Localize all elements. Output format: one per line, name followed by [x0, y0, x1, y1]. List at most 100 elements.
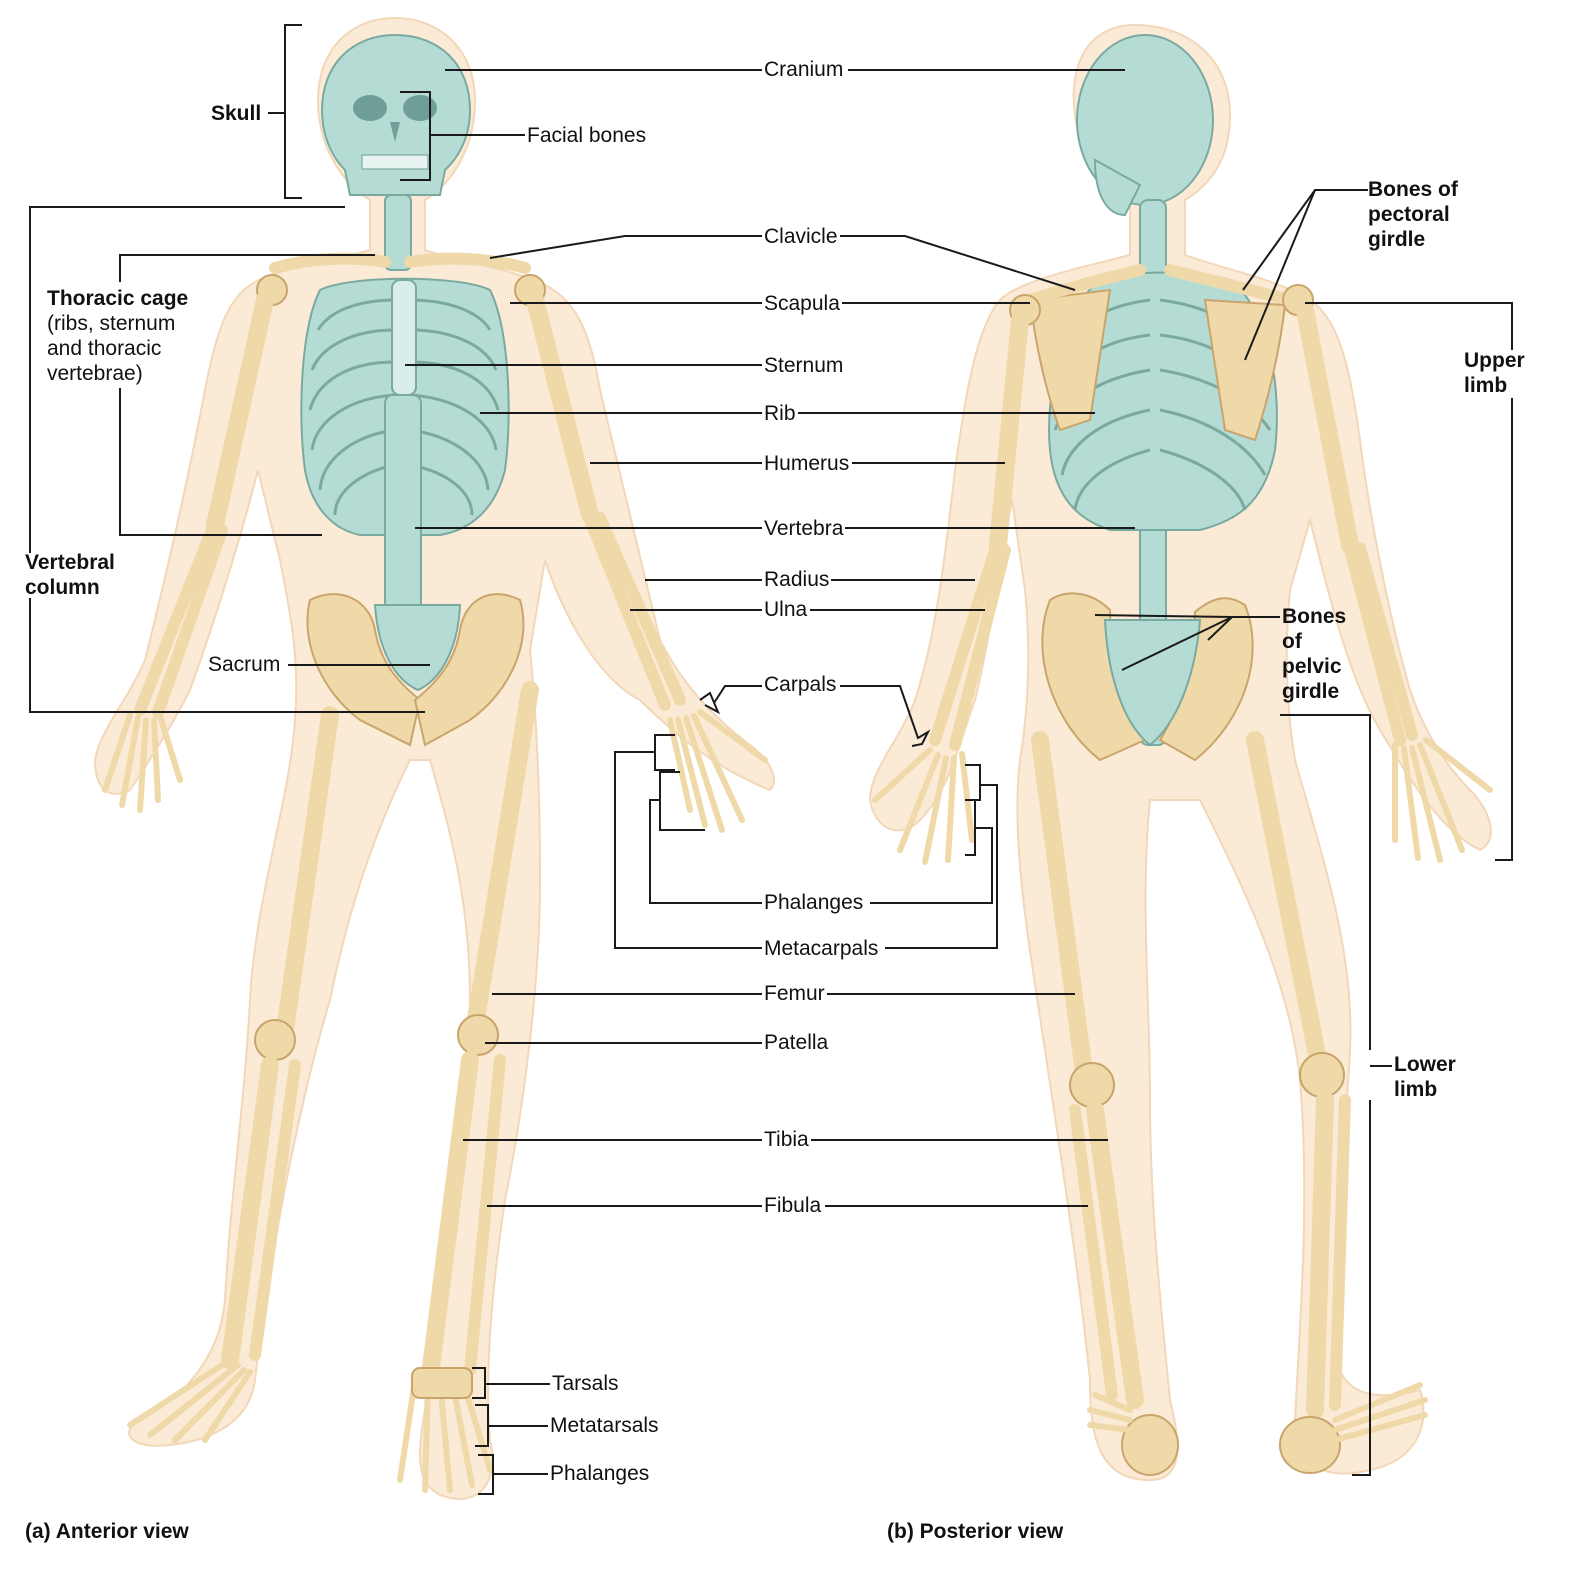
label-skull: Skull	[209, 101, 264, 126]
label-metatarsals: Metatarsals	[548, 1413, 661, 1438]
posterior-foot-right	[1332, 1382, 1428, 1443]
label-humerus: Humerus	[762, 451, 852, 476]
label-radius: Radius	[762, 567, 832, 592]
posterior-forearm-right	[1344, 544, 1406, 746]
label-femur: Femur	[762, 981, 827, 1006]
pectoral-girdle-leader	[1242, 189, 1368, 361]
anterior-foot-left	[127, 1357, 253, 1443]
anterior-tibia-right	[421, 1051, 479, 1384]
posterior-foot-left	[1087, 1392, 1133, 1433]
posterior-hand-right	[1392, 737, 1493, 863]
label-pelvic-line2: of	[1282, 630, 1302, 653]
clavicle-leader	[489, 235, 1076, 291]
upper-limb-bracket	[1305, 302, 1513, 861]
label-upper-limb-line1: Upper	[1464, 349, 1525, 372]
phalanges-foot-bracket	[478, 1454, 548, 1495]
label-pectoral-line1: Bones of	[1368, 178, 1458, 201]
anterior-sacrum	[373, 604, 462, 692]
anterior-femur-left	[276, 706, 339, 1039]
posterior-scapula-right	[1203, 298, 1287, 442]
posterior-fibula-left	[1069, 1104, 1118, 1401]
label-vertebral-column-line2: column	[25, 576, 100, 599]
posterior-sacrum	[1103, 619, 1202, 747]
label-clavicle: Clavicle	[762, 224, 840, 249]
posterior-forearm-left-2	[949, 544, 1011, 751]
hand-bracket-posterior-metacarpals	[885, 764, 998, 949]
label-upper-limb-line2: limb	[1464, 374, 1508, 397]
facial-bones-bracket	[400, 91, 525, 181]
label-phalanges-hand: Phalanges	[762, 890, 866, 915]
anterior-forearm-left	[134, 524, 218, 716]
caption-anterior-view: (a) Anterior view	[25, 1520, 189, 1543]
label-scapula: Scapula	[762, 291, 842, 316]
anterior-lumbar-spine	[384, 394, 422, 611]
label-pelvic-line1: Bones	[1282, 605, 1347, 628]
label-thoracic-cage-line3: vertebrae)	[47, 362, 143, 385]
posterior-humerus-left	[989, 311, 1029, 554]
anterior-pelvis-right	[413, 593, 525, 747]
label-pectoral-line3: girdle	[1368, 228, 1426, 251]
posterior-forearm-right-2	[1354, 542, 1418, 741]
anterior-sternum	[391, 279, 417, 396]
anterior-tarsals-right	[411, 1367, 473, 1399]
label-fibula: Fibula	[762, 1193, 824, 1218]
posterior-clavicle-right	[1164, 264, 1296, 306]
posterior-forearm-left	[929, 544, 1001, 746]
leader-lines	[29, 24, 1513, 1495]
lower-limb-bracket	[1280, 714, 1392, 1476]
label-carpals: Carpals	[762, 672, 839, 697]
posterior-heel-left	[1121, 1414, 1179, 1476]
posterior-heel-right	[1279, 1416, 1341, 1474]
label-cranium: Cranium	[762, 57, 846, 82]
anterior-patella-right	[457, 1014, 499, 1056]
posterior-figure	[868, 23, 1493, 1482]
label-vertebral-column-line1: Vertebral	[25, 551, 115, 574]
anterior-teeth	[361, 154, 429, 170]
posterior-fibula-right	[1329, 1094, 1351, 1411]
anterior-pelvis-left	[306, 593, 422, 747]
anterior-femur-right	[466, 681, 539, 1034]
anterior-clavicle-left	[269, 252, 391, 274]
anterior-fibula-left	[249, 1059, 301, 1361]
label-tarsals: Tarsals	[550, 1371, 621, 1396]
carpals-leader	[699, 685, 931, 747]
label-thoracic-cage-title: Thoracic cage	[47, 287, 189, 310]
metatarsals-bracket	[475, 1404, 548, 1447]
label-pectoral-line2: pectoral	[1368, 203, 1450, 226]
posterior-hand-left	[872, 747, 975, 865]
label-thoracic-cage-line2: and thoracic	[47, 337, 162, 360]
posterior-knee-right	[1299, 1052, 1345, 1098]
label-lower-limb-line1: Lower	[1394, 1053, 1456, 1076]
anterior-fibula-right	[464, 1054, 506, 1376]
label-pelvic-line3: pelvic	[1282, 655, 1342, 678]
label-pelvic-line4: girdle	[1282, 680, 1340, 703]
anterior-cervical-spine	[384, 194, 412, 271]
posterior-jaw	[1093, 158, 1142, 217]
tarsals-bracket	[472, 1367, 550, 1399]
anterior-hand-right	[667, 709, 768, 833]
label-metacarpals: Metacarpals	[762, 936, 881, 961]
label-phalanges-foot: Phalanges	[548, 1461, 652, 1486]
label-facial-bones: Facial bones	[525, 123, 649, 148]
anterior-eye-socket-left	[353, 95, 387, 121]
anterior-humerus-left	[206, 291, 274, 534]
label-tibia: Tibia	[762, 1127, 811, 1152]
anterior-humerus-right	[526, 291, 599, 524]
anterior-patella-left	[254, 1019, 296, 1061]
thoracic-cage-bracket	[119, 254, 375, 536]
anterior-hand-left	[102, 712, 183, 813]
label-patella: Patella	[762, 1030, 831, 1055]
posterior-tibia-left	[1086, 1101, 1144, 1409]
skull-bracket	[268, 24, 302, 199]
hand-bracket-anterior-phalanges	[649, 771, 762, 904]
label-sternum: Sternum	[762, 353, 846, 378]
posterior-tibia-right	[1306, 1091, 1334, 1419]
label-thoracic-cage-line1: (ribs, sternum	[47, 312, 176, 335]
posterior-knee-left	[1069, 1062, 1115, 1108]
anterior-ribs	[308, 298, 500, 516]
posterior-humerus-right	[1296, 301, 1359, 554]
label-rib: Rib	[762, 401, 798, 426]
anterior-forearm-left-2	[152, 524, 228, 718]
